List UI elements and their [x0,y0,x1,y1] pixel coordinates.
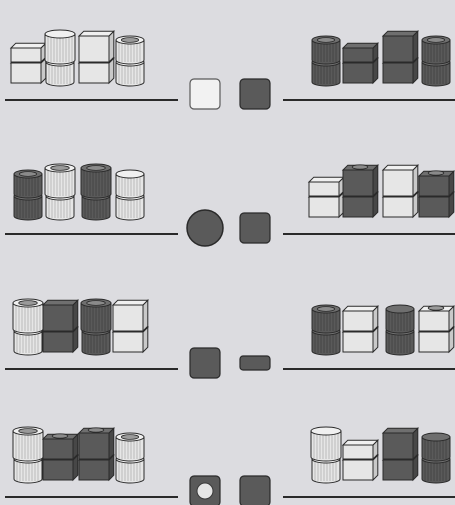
left-stack-group [12,426,145,484]
stack-1 [307,175,346,219]
stack-3 [381,426,420,482]
light-cylinder-open-tall-piece [12,426,44,462]
dark-bar-symbol [239,355,271,371]
light-cylinder-piece [115,169,145,199]
left-stack-group [9,29,145,87]
light-cube-tall-piece [77,29,116,64]
stack-3 [80,298,112,356]
dark-cube-tall-piece [381,29,420,64]
dark-square-symbol [189,347,221,379]
stack-4 [421,432,451,484]
dark-cube-open-piece [41,432,80,461]
left-stack-group [12,298,150,356]
dark-cube-tall-piece [41,298,80,333]
dark-square-symbol [239,212,271,244]
stack-2 [44,29,76,87]
dark-cylinder-open-piece [311,35,341,65]
dark-cube-open-tall-piece [77,426,116,461]
light-cube-tall-piece [381,163,420,198]
dark-cube-tall-piece [381,426,420,461]
light-circle-icon [196,482,214,500]
light-cylinder-piece [115,454,145,484]
dark-square-symbol [239,475,271,505]
stack-3 [80,163,112,221]
light-cylinder-open-tall-piece [44,163,76,199]
stack-2 [341,438,380,482]
stack-3 [381,29,420,85]
stack-4 [421,35,451,87]
stack-2 [341,163,380,219]
right-stack-group [307,163,455,219]
puzzle-row-1 [5,29,455,110]
left-stack-group [13,163,145,221]
symbol-pair [189,347,271,379]
light-cube-piece [341,304,380,333]
light-cube-open-piece [417,304,455,333]
stack-2 [41,298,80,354]
stack-4 [115,35,145,87]
right-stack-group [311,304,455,356]
light-cube-lid-piece [341,438,380,461]
dark-cube-open-tall-piece [341,163,380,198]
dark-cube-lid-piece [341,41,380,64]
puzzle-row-2 [5,163,455,247]
light-cube-lid-piece [307,175,346,198]
dark-cylinder-open-piece [13,169,43,199]
stack-2 [341,41,380,85]
light-cylinder-open-tall-piece [12,298,44,334]
dark-circle-symbol [186,209,224,247]
stack-2 [41,432,80,482]
light-cylinder-open-piece [115,432,145,462]
stack-1 [13,169,43,221]
light-cylinder-open-piece [115,35,145,65]
stack-4 [115,432,145,484]
stack-3 [77,426,116,482]
stack-1 [311,304,341,356]
stack-3 [381,163,420,219]
puzzle-row-3 [5,298,455,379]
stack-2 [341,304,380,354]
stack-3 [77,29,116,85]
light-cylinder-tall-piece [310,426,342,462]
stack-1 [311,35,341,87]
dark-cylinder-piece [385,304,415,334]
symbol-pair [189,475,271,505]
stack-4 [417,304,455,354]
dark-cylinder-open-tall-piece [80,298,112,334]
right-stack-group [311,29,451,87]
dark-cylinder-open-piece [311,304,341,334]
stack-4 [417,169,455,219]
dark-cube-open-piece [417,169,455,198]
symbol-pair [186,209,271,247]
light-cube-lid-piece [9,41,48,64]
puzzle-row-4 [5,426,455,505]
dark-cylinder-open-tall-piece [80,163,112,199]
stack-4 [111,298,150,354]
right-stack-group [310,426,451,484]
dark-cylinder-open-piece [421,35,451,65]
stack-1 [9,41,48,85]
stack-1 [310,426,342,484]
light-cylinder-tall-piece [44,29,76,65]
stack-1 [12,426,44,484]
stack-2 [44,163,76,221]
dark-square-symbol [239,78,271,110]
light-square-symbol [189,78,221,110]
stack-4 [115,169,145,221]
dark-cylinder-piece [421,432,451,462]
light-cube-tall-piece [111,298,150,333]
symbol-pair [189,78,271,110]
stack-1 [12,298,44,356]
stack-3 [385,304,415,356]
